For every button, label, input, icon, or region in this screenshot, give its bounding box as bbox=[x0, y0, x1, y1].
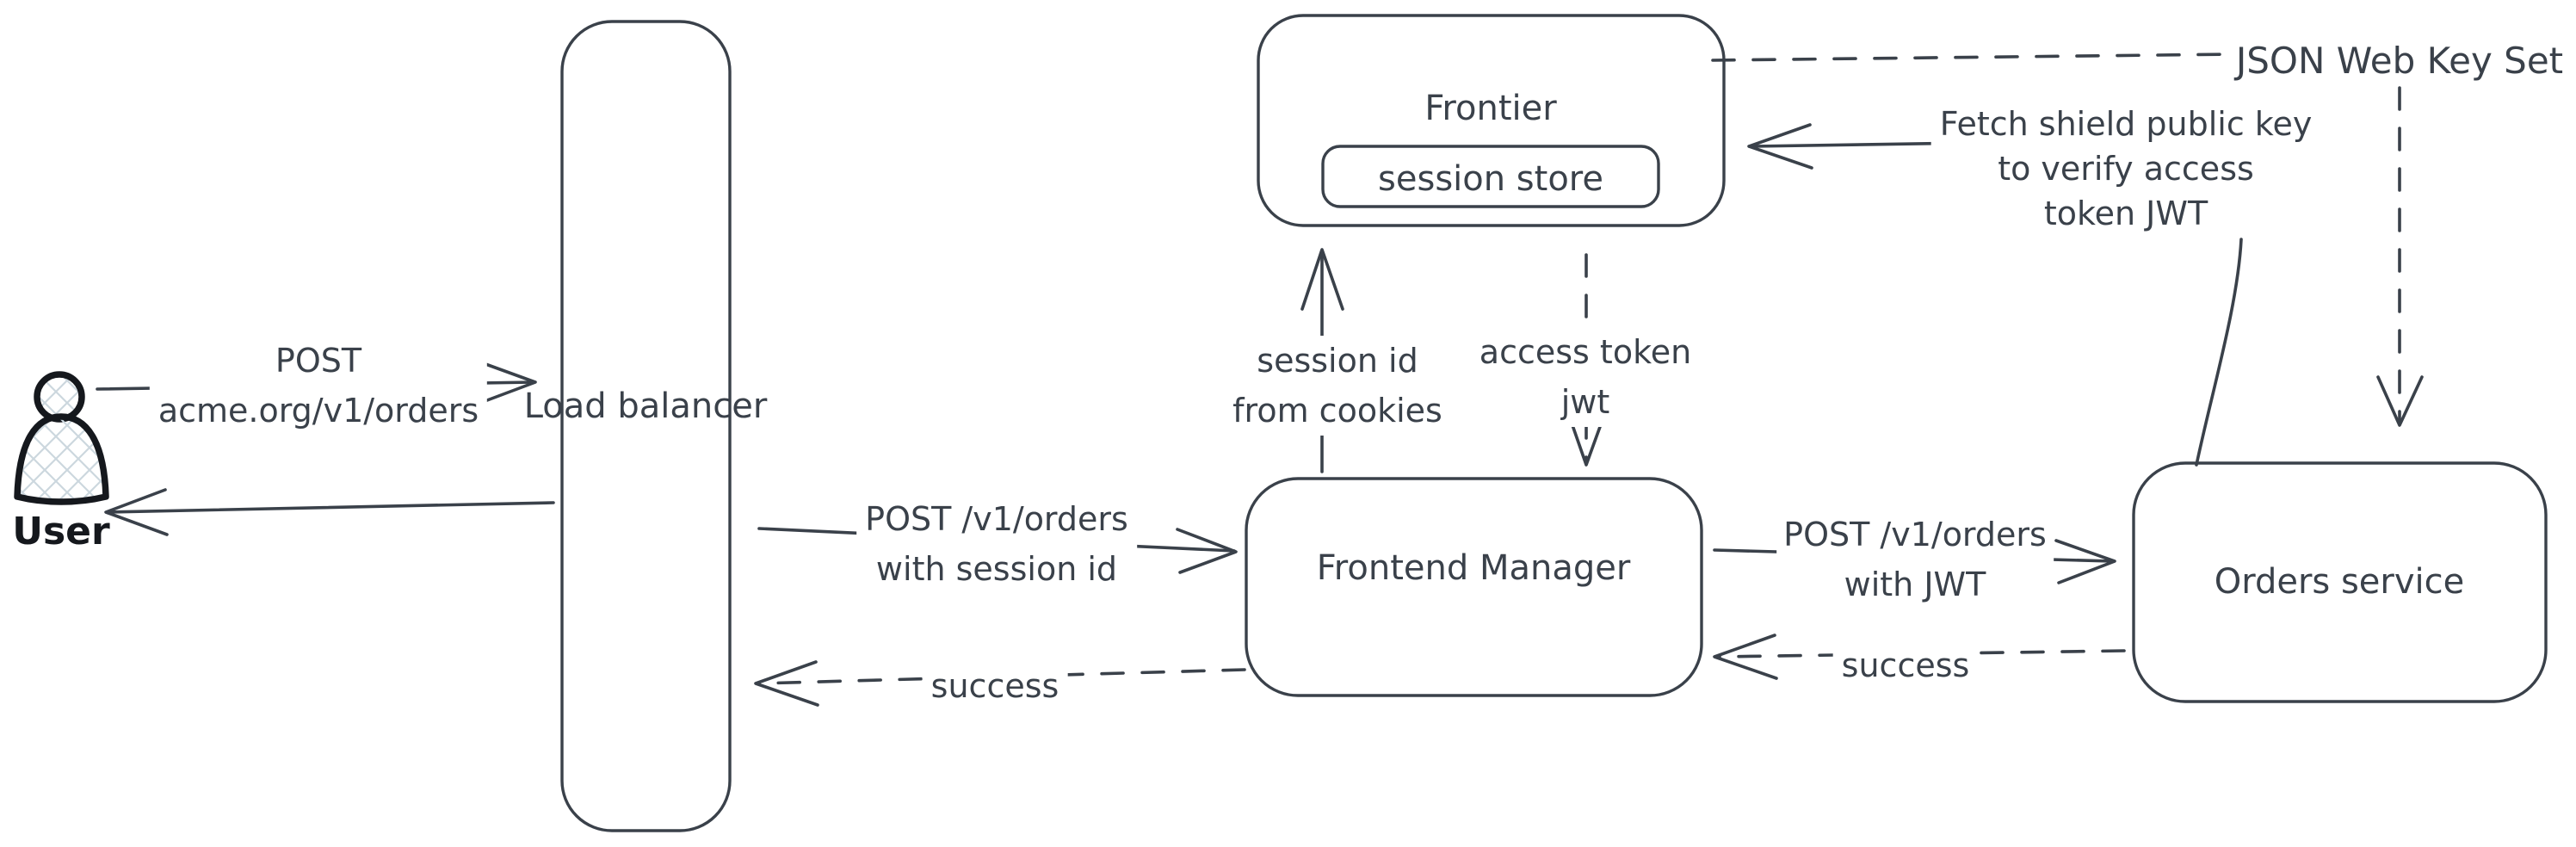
frontend-manager-label-line2: Manager bbox=[1479, 548, 1631, 588]
session-store-label: session store bbox=[1378, 159, 1603, 199]
edge-label-line: access token bbox=[1479, 333, 1692, 371]
frontend-manager-box[interactable] bbox=[1245, 477, 1703, 697]
frontend-manager-label: Frontend Manager bbox=[1317, 546, 1631, 590]
arrowhead-right-icon bbox=[477, 360, 537, 405]
edge-label-lb-to-fm: POST /v1/orders with session id bbox=[856, 494, 1137, 594]
edge-label-line: session id bbox=[1257, 342, 1418, 380]
edge-label-line: POST /v1/orders bbox=[865, 500, 1128, 538]
arrowhead-left-icon bbox=[754, 660, 819, 707]
edge-label-line: jwt bbox=[1560, 383, 1610, 421]
edge-label-line: to verify access bbox=[1998, 150, 2254, 188]
arrowhead-left-icon bbox=[104, 488, 169, 536]
edge-label-line: from cookies bbox=[1232, 392, 1442, 430]
user-label: User bbox=[12, 510, 110, 553]
edge-label-fm-to-orders: POST /v1/orders with JWT bbox=[1776, 510, 2054, 609]
frontend-manager-label-line1: Frontend bbox=[1316, 548, 1469, 588]
edge-label-user-to-lb: POST acme.org/v1/orders bbox=[149, 336, 488, 436]
arrowhead-up-icon bbox=[1300, 248, 1344, 311]
arrowhead-right-icon bbox=[1176, 528, 1238, 574]
arrowhead-left-icon bbox=[1713, 634, 1778, 680]
edge-label-line: token JWT bbox=[2043, 195, 2208, 232]
arrow-load-balancer-to-user bbox=[106, 501, 555, 514]
arrowhead-down-icon bbox=[2376, 375, 2424, 427]
edge-label-fm-to-lb-success: success bbox=[922, 661, 1068, 711]
arrow-orders-service-to-frontier-curve bbox=[2195, 238, 2243, 467]
load-balancer-label-line1: Load bbox=[523, 386, 607, 426]
edge-label-line: POST bbox=[275, 342, 362, 380]
edge-label-line: with JWT bbox=[1844, 566, 1986, 603]
edge-label-fm-to-frontier: session id from cookies bbox=[1224, 336, 1451, 436]
edge-label-line: POST /v1/orders bbox=[1783, 516, 2047, 553]
edge-label-line: with session id bbox=[875, 550, 1118, 588]
edge-label-frontier-to-fm: access token jwt bbox=[1470, 327, 1701, 427]
arrowhead-left-icon bbox=[1747, 123, 1813, 170]
edge-label-line: acme.org/v1/orders bbox=[158, 392, 479, 430]
edge-label-orders-to-frontier: Fetch shield public key to verify access… bbox=[1930, 102, 2321, 236]
arrowhead-right-icon bbox=[2054, 539, 2116, 584]
load-balancer-box[interactable] bbox=[560, 20, 732, 832]
orders-service-box[interactable] bbox=[2132, 461, 2548, 703]
user-icon[interactable] bbox=[14, 371, 109, 505]
load-balancer-label-line2: balancer bbox=[617, 386, 768, 426]
orders-service-label: Orders service bbox=[2214, 562, 2465, 602]
load-balancer-label: Load balancer bbox=[524, 384, 768, 429]
frontier-label: Frontier bbox=[1424, 89, 1557, 128]
user-icon-body bbox=[14, 413, 109, 505]
edge-label-orders-to-fm-success: success bbox=[1832, 640, 1979, 690]
edge-label-line: Fetch shield public key bbox=[1939, 105, 2313, 143]
jwks-label: JSON Web Key Set bbox=[2227, 36, 2573, 86]
jwks-dashed-line-to-frontier bbox=[1711, 53, 2233, 62]
user-icon-head bbox=[34, 371, 85, 423]
session-store-box[interactable] bbox=[1321, 145, 1660, 208]
